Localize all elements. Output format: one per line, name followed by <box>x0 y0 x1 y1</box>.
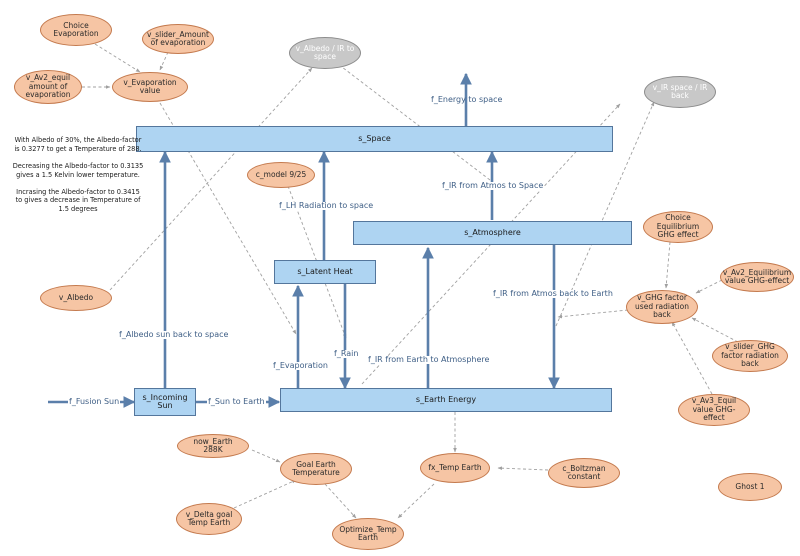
link-delta-goal <box>233 479 297 509</box>
stock-atmosphere[interactable]: s_Atmosphere <box>353 221 632 245</box>
aux-ghg-factor[interactable]: v_GHG factor used radiation back <box>626 290 698 324</box>
ghost-ir-space-ir-back[interactable]: v_IR space / IR back <box>644 76 716 108</box>
aux-slider-ghg[interactable]: v_slider_GHG factor radiation back <box>712 340 788 372</box>
stock-space[interactable]: s_Space <box>136 126 613 152</box>
flow-label-sun-to-earth: f_Sun to Earth <box>207 397 266 406</box>
aux-choice-evaporation[interactable]: Choice Evaporation <box>40 14 112 46</box>
aux-choice-evaporation-label: Choice Evaporation <box>53 20 99 38</box>
aux-temp-earth[interactable]: fx_Temp Earth <box>420 453 490 483</box>
aux-ghost1[interactable]: Ghost 1 <box>718 473 782 501</box>
link-av2-ghg <box>695 279 723 294</box>
flow-label-rain: f_Rain <box>333 349 360 358</box>
flow-label-ir-atmos-to-space: f_IR from Atmos to Space <box>441 181 545 190</box>
aux-slider-ghg-label: v_slider_GHG factor radiation back <box>721 342 779 369</box>
link-av3-ghg <box>671 321 713 395</box>
aux-c-model[interactable]: c_model 9/25 <box>247 162 315 188</box>
aux-choice-equilibrium-ghg-label: Choice Equilibrium GHG effect <box>656 213 700 240</box>
link-choice-ghg <box>664 241 671 289</box>
stock-earth-energy[interactable]: s_Earth Energy <box>280 388 612 412</box>
aux-c-model-label: c_model 9/25 <box>255 169 307 179</box>
aux-ghost1-label: Ghost 1 <box>735 481 765 491</box>
link-choice-evap <box>94 43 141 73</box>
link-now-goal <box>251 449 281 463</box>
aux-delta-goal-temp[interactable]: v_Delta goal Temp Earth <box>176 503 242 535</box>
aux-evaporation-value[interactable]: v_Evaporation value <box>112 72 188 102</box>
stock-earth-energy-label: s_Earth Energy <box>415 394 477 404</box>
stock-latent-heat[interactable]: s_Latent Heat <box>274 260 376 284</box>
stock-incoming-sun[interactable]: s_Incoming Sun <box>134 388 196 416</box>
flow-label-ir-atmos-back: f_IR from Atmos back to Earth <box>492 289 614 298</box>
aux-temp-earth-label: fx_Temp Earth <box>428 462 482 472</box>
aux-goal-earth-temperature-label: Goal Earth Temperature <box>292 459 340 477</box>
ghost-ir-space-ir-back-label: v_IR space / IR back <box>652 82 708 100</box>
link-albedo-ghost <box>109 67 313 291</box>
ghost-albedo-ir-to-space-label: v_Albedo / IR to space <box>295 43 355 61</box>
aux-av2-equilibrium-ghg[interactable]: v_Av2_Equilibrium value GHG-effect <box>720 262 794 292</box>
aux-evaporation-value-label: v_Evaporation value <box>123 77 177 95</box>
link-ghost-albedo <box>361 103 621 385</box>
aux-choice-equilibrium-ghg[interactable]: Choice Equilibrium GHG effect <box>643 211 713 243</box>
link-temp-optimize <box>397 483 435 519</box>
aux-now-earth-label: now_Earth 288K <box>193 436 233 454</box>
link-goal-optimize <box>324 483 357 519</box>
link-slider-evap <box>159 51 169 71</box>
aux-av3-equil-ghg[interactable]: v_Av3_Equil value GHG-effect <box>678 394 750 426</box>
aux-av2-evaporation[interactable]: v_Av2_equil amount of evaporation <box>14 70 82 104</box>
aux-slider-evaporation[interactable]: v_slider_Amount of evaporation <box>142 24 214 54</box>
flow-label-fusion-sun: f_Fusion Sun <box>68 397 121 406</box>
link-ghost-ir-space <box>555 101 655 327</box>
stock-space-label: s_Space <box>358 133 391 143</box>
albedo-note-p1: With Albedo of 30%, the Albedo-factor is… <box>14 136 142 153</box>
link-boltzman-temp <box>497 466 549 471</box>
aux-optimize-temp[interactable]: Optimize_Temp Earth <box>332 518 404 550</box>
albedo-note-p2: Decreasing the Albedo-factor to 0.3135 g… <box>12 161 144 179</box>
aux-boltzman-label: c_Boltzman constant <box>562 463 606 481</box>
aux-albedo-label: v_Albedo <box>58 292 94 302</box>
flow-label-energy-to-space: f_Energy to space <box>431 95 503 104</box>
aux-av2-equilibrium-ghg-label: v_Av2_Equilibrium value GHG-effect <box>722 267 792 285</box>
flow-label-evaporation: f_Evaporation <box>272 361 329 370</box>
stock-incoming-sun-label: s_Incoming Sun <box>142 392 188 410</box>
aux-ghg-factor-label: v_GHG factor used radiation back <box>635 293 689 320</box>
albedo-note: With Albedo of 30%, the Albedo-factor is… <box>12 136 144 222</box>
link-ghost-ir-back <box>337 63 491 181</box>
ghost-albedo-ir-to-space[interactable]: v_Albedo / IR to space <box>289 37 361 69</box>
link-slider-ghg <box>691 317 739 343</box>
albedo-note-p3: Incrasing the Albedo-factor to 0.3415 to… <box>15 187 141 214</box>
aux-boltzman[interactable]: c_Boltzman constant <box>548 458 620 488</box>
aux-slider-evaporation-label: v_slider_Amount of evaporation <box>147 29 209 47</box>
stock-latent-heat-label: s_Latent Heat <box>297 266 353 276</box>
aux-delta-goal-temp-label: v_Delta goal Temp Earth <box>185 509 233 527</box>
stock-atmosphere-label: s_Atmosphere <box>464 227 521 237</box>
aux-av3-equil-ghg-label: v_Av3_Equil value GHG-effect <box>691 396 737 423</box>
aux-av2-evaporation-label: v_Av2_equil amount of evaporation <box>25 73 71 100</box>
aux-albedo[interactable]: v_Albedo <box>40 285 112 311</box>
aux-optimize-temp-label: Optimize_Temp Earth <box>339 524 397 542</box>
flow-label-lh-radiation: f_LH Radiation to space <box>278 201 375 210</box>
flow-label-ir-earth-to-atmos: f_IR from Earth to Atmosphere <box>367 355 491 364</box>
flow-label-albedo-back: f_Albedo sun back to space <box>118 330 230 339</box>
aux-goal-earth-temperature[interactable]: Goal Earth Temperature <box>280 453 352 485</box>
aux-now-earth[interactable]: now_Earth 288K <box>177 434 249 458</box>
link-ghg-ir-back <box>557 309 629 319</box>
